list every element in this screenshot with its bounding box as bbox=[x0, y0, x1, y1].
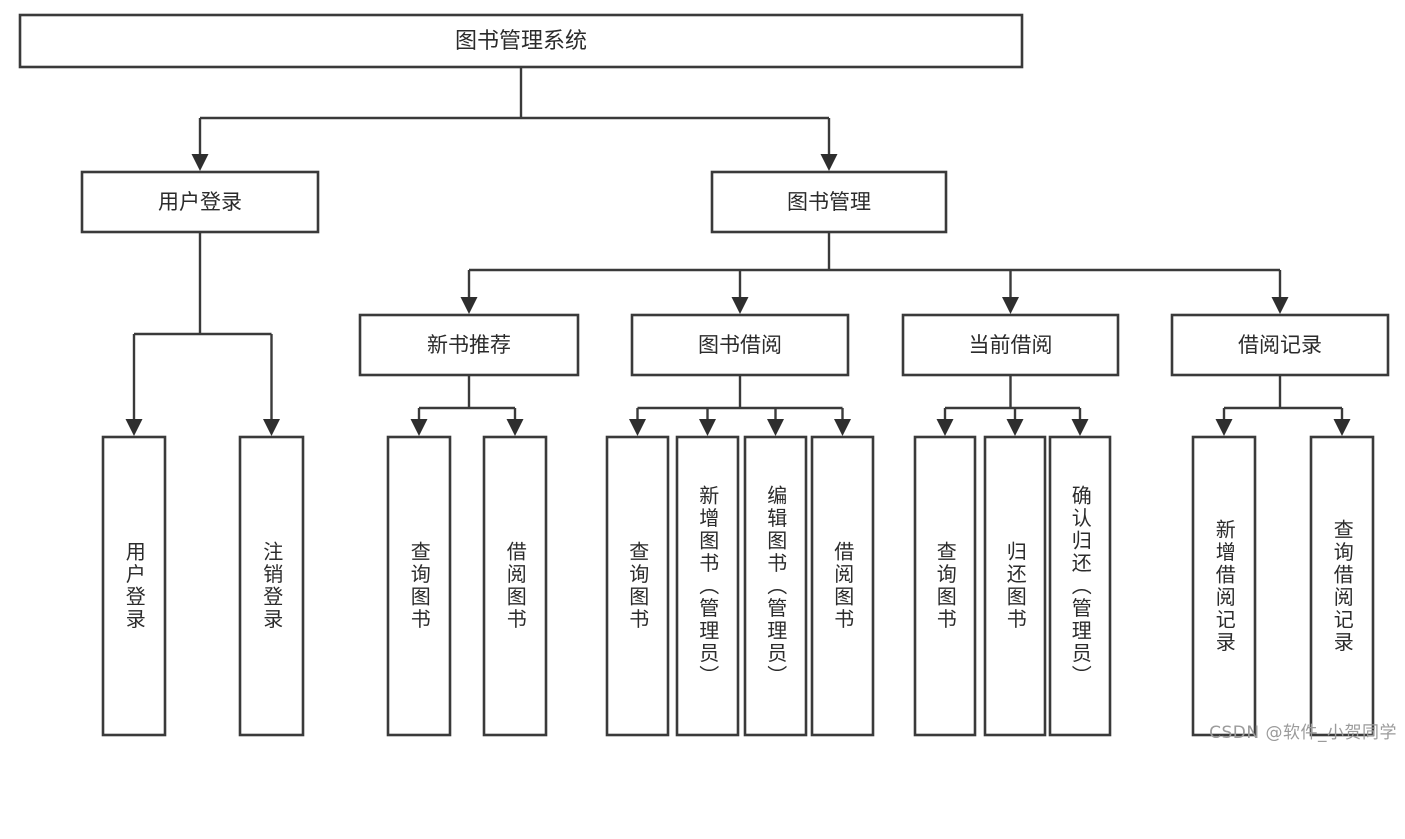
node-box-book-manage[interactable] bbox=[710, 170, 948, 234]
node-root-box[interactable] bbox=[18, 13, 1024, 69]
node-root-label: 图书管理系统 bbox=[455, 29, 587, 54]
arrow-to-leaf-query-book-rec bbox=[410, 419, 428, 436]
node-box-user-login[interactable] bbox=[80, 170, 320, 234]
arrow-to-leaf-logout bbox=[263, 419, 280, 436]
node-box-leaf-query-book-cb[interactable] bbox=[913, 435, 977, 737]
node-label-book-manage: 图书管理 bbox=[787, 190, 871, 214]
node-box-leaf-add-book[interactable] bbox=[675, 435, 740, 737]
node-label-current-borrow: 当前借阅 bbox=[969, 333, 1053, 357]
node-box-leaf-confirm-return[interactable] bbox=[1048, 435, 1112, 737]
node-box-leaf-return-book[interactable] bbox=[983, 435, 1047, 737]
node-label-new-book-rec: 新书推荐 bbox=[427, 333, 511, 357]
node-box-book-borrow[interactable] bbox=[630, 313, 850, 377]
boxes-layer bbox=[18, 13, 1390, 737]
arrow-to-borrow-record bbox=[1271, 297, 1289, 314]
arrow-to-leaf-add-book bbox=[699, 419, 716, 436]
arrow-to-user-login bbox=[191, 154, 209, 171]
node-box-leaf-query-record[interactable] bbox=[1309, 435, 1375, 737]
arrow-to-leaf-return-book bbox=[1006, 419, 1024, 436]
connectors-layer bbox=[125, 67, 1351, 436]
node-box-current-borrow[interactable] bbox=[901, 313, 1120, 377]
arrow-to-leaf-query-book-br bbox=[629, 419, 646, 436]
arrow-to-leaf-borrow-book-rec bbox=[506, 419, 524, 436]
node-box-leaf-query-book-br[interactable] bbox=[605, 435, 670, 737]
node-box-leaf-borrow-book-rec[interactable] bbox=[482, 435, 548, 737]
csdn-watermark: CSDN @软件_小贺同学 bbox=[1209, 723, 1397, 743]
arrow-to-book-borrow bbox=[731, 297, 749, 314]
node-box-leaf-borrow-book-br[interactable] bbox=[810, 435, 875, 737]
arrow-to-current-borrow bbox=[1002, 297, 1019, 314]
node-box-leaf-user-login[interactable] bbox=[101, 435, 167, 737]
arrow-to-book-manage bbox=[820, 154, 838, 171]
node-label-book-borrow: 图书借阅 bbox=[698, 333, 782, 357]
node-box-leaf-add-record[interactable] bbox=[1191, 435, 1257, 737]
arrow-to-new-book-rec bbox=[460, 297, 478, 314]
arrow-to-leaf-confirm-return bbox=[1071, 419, 1089, 436]
arrow-to-leaf-borrow-book-br bbox=[834, 419, 851, 436]
node-box-borrow-record[interactable] bbox=[1170, 313, 1390, 377]
node-box-leaf-edit-book[interactable] bbox=[743, 435, 808, 737]
arrow-to-leaf-query-book-cb bbox=[936, 419, 954, 436]
node-box-leaf-query-book-rec[interactable] bbox=[386, 435, 452, 737]
arrow-to-leaf-user-login bbox=[125, 419, 143, 436]
node-box-leaf-logout[interactable] bbox=[238, 435, 305, 737]
node-label-user-login: 用户登录 bbox=[158, 190, 242, 214]
arrow-to-leaf-add-record bbox=[1215, 419, 1233, 436]
node-box-new-book-rec[interactable] bbox=[358, 313, 580, 377]
node-label-borrow-record: 借阅记录 bbox=[1238, 333, 1322, 357]
diagram-canvas-root: 图书管理系统用户登录图书管理新书推荐图书借阅当前借阅借阅记录 用户登录注销登录查… bbox=[18, 13, 1397, 743]
arrow-to-leaf-edit-book bbox=[767, 419, 784, 436]
arrow-to-leaf-query-record bbox=[1333, 419, 1351, 436]
